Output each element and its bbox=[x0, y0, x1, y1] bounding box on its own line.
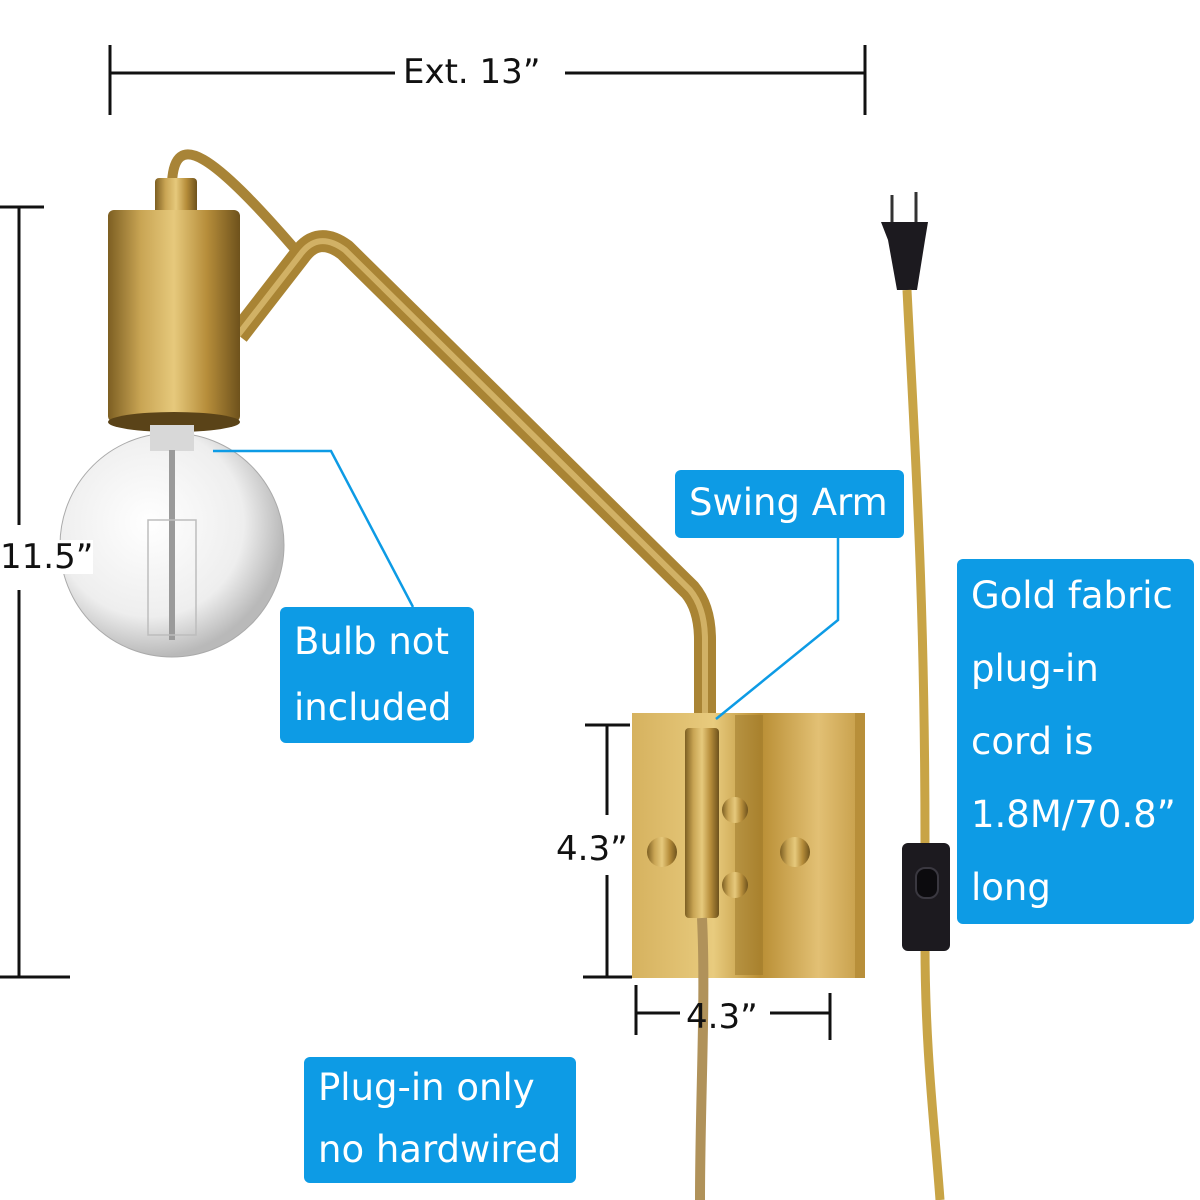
inline-switch bbox=[902, 843, 950, 951]
bulb bbox=[59, 425, 285, 658]
callout-leader-lines bbox=[213, 449, 840, 720]
power-cord bbox=[902, 289, 945, 1200]
callout-line: Swing Arm bbox=[689, 481, 888, 524]
callout-line: Bulb not bbox=[294, 620, 449, 663]
socket bbox=[108, 178, 240, 432]
callout-line: Gold fabric bbox=[971, 574, 1173, 617]
backplate-width-dimension-line bbox=[634, 985, 832, 1040]
height-dimension-label: 11.5” bbox=[0, 537, 94, 577]
height-dimension-line bbox=[0, 205, 70, 979]
bulb-not-included-callout: Bulb not included bbox=[280, 607, 474, 743]
backplate-height-dimension-line bbox=[583, 723, 632, 979]
backplate-width-label: 4.3” bbox=[686, 997, 758, 1037]
callout-line: 1.8M/70.8” bbox=[971, 793, 1176, 836]
backplate-height-label: 4.3” bbox=[556, 829, 628, 869]
extension-dimension-label: Ext. 13” bbox=[403, 52, 541, 92]
callout-line: Plug-in only bbox=[318, 1066, 535, 1109]
callout-line: long bbox=[971, 866, 1051, 909]
arm-cord bbox=[695, 917, 709, 1200]
callout-line: included bbox=[294, 686, 452, 729]
socket-cord bbox=[167, 149, 304, 259]
cord-length-callout: Gold fabric plug-in cord is 1.8M/70.8” l… bbox=[957, 559, 1194, 924]
plug bbox=[881, 192, 928, 290]
callout-line: plug-in bbox=[971, 647, 1099, 690]
backplate bbox=[632, 713, 865, 978]
callout-line: cord is bbox=[971, 720, 1094, 763]
swing-arm-callout: Swing Arm bbox=[675, 470, 904, 538]
extension-dimension-line bbox=[108, 45, 867, 115]
callout-line: no hardwired bbox=[318, 1128, 562, 1171]
plug-in-only-callout: Plug-in only no hardwired bbox=[304, 1057, 576, 1183]
